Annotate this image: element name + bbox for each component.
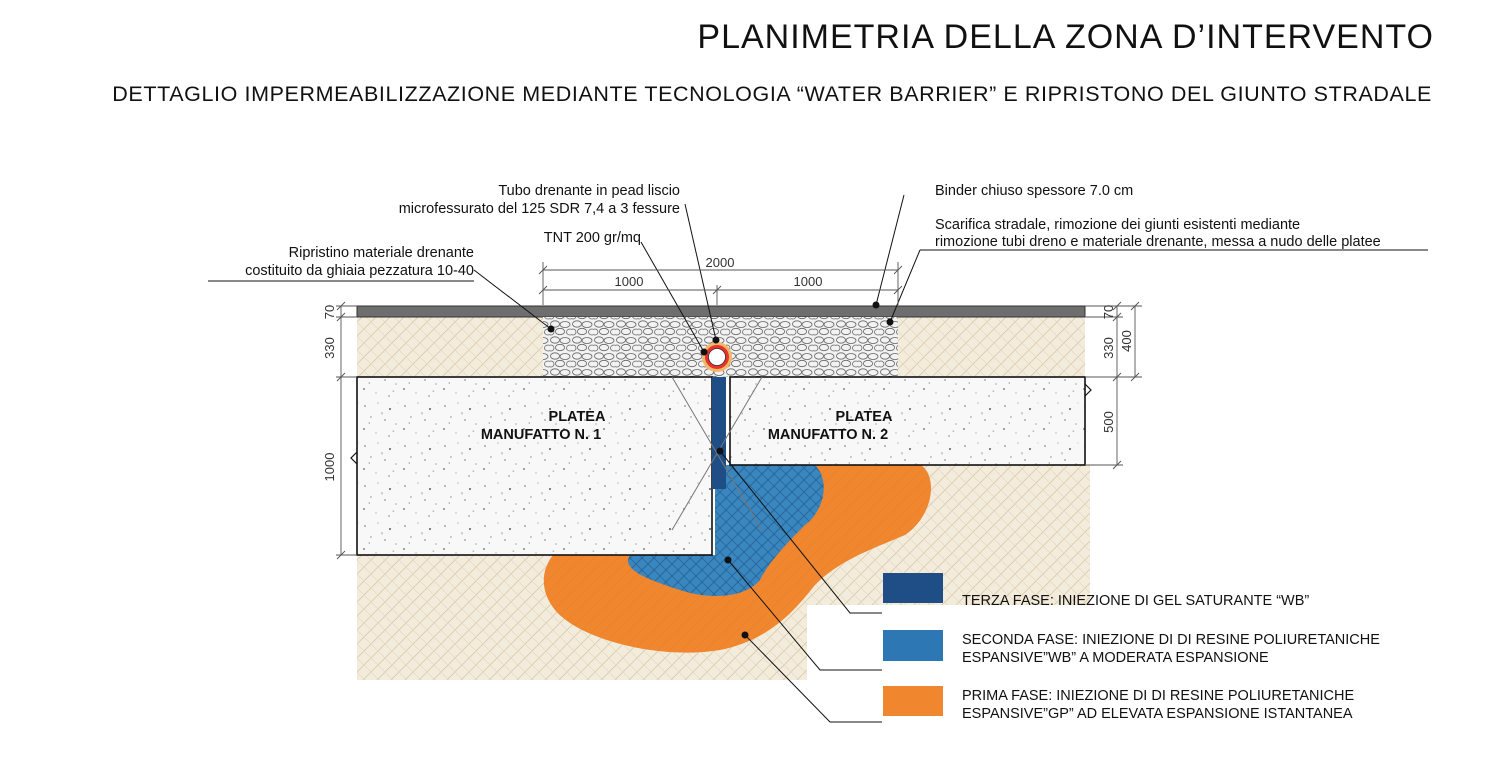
platea-2-label-2: MANUFATTO N. 2 (768, 427, 888, 443)
platea-1-label-1: PLATEA (549, 409, 606, 425)
dim-left-half: 1000 (615, 274, 644, 289)
platea-2 (729, 376, 1092, 466)
annotation-ripristino-1: Ripristino materiale drenante (289, 245, 474, 261)
annotation-scarifica-1: Scarifica stradale, rimozione dei giunti… (935, 217, 1300, 233)
legend-swatch-terza (883, 573, 943, 603)
dim-right-half: 1000 (794, 274, 823, 289)
dim-left-330: 330 (322, 337, 337, 359)
annotation-tubo-1: Tubo drenante in pead liscio (498, 183, 680, 199)
dim-right-70: 70 (1101, 305, 1116, 319)
legend-swatch-prima (883, 686, 943, 716)
left-dimensions (336, 301, 357, 560)
annotation-tubo-2: microfessurato del 125 SDR 7,4 a 3 fessu… (399, 201, 680, 217)
legend: TERZA FASE: INIEZIONE DI GEL SATURANTE “… (883, 573, 1380, 722)
diagram-subtitle: DETTAGLIO IMPERMEABILIZZAZIONE MEDIANTE … (112, 82, 1432, 106)
leader-dots (547, 301, 894, 639)
right-dimensions (1085, 301, 1142, 470)
annotation-scarifica-2: rimozione tubi dreno e materiale drenant… (935, 234, 1381, 250)
legend-seconda-label-2: ESPANSIVE”WB” A MODERATA ESPANSIONE (962, 650, 1269, 666)
platea-1-label-2: MANUFATTO N. 1 (481, 427, 601, 443)
dim-right-500: 500 (1101, 411, 1116, 433)
anchor-lines (671, 376, 763, 531)
legend-prima-label-1: PRIMA FASE: INIEZIONE DI DI RESINE POLIU… (962, 688, 1354, 704)
legend-swatch-seconda (883, 630, 943, 661)
binder-layer (356, 305, 1086, 318)
legend-terza-label: TERZA FASE: INIEZIONE DI GEL SATURANTE “… (962, 593, 1309, 609)
gel-joint (712, 377, 726, 489)
diagram-title: PLANIMETRIA DELLA ZONA D’INTERVENTO (697, 18, 1434, 56)
drain-pipe (702, 342, 732, 372)
annotation-binder: Binder chiuso spessore 7.0 cm (935, 183, 1133, 199)
leader-lines (208, 194, 1428, 723)
dim-left-70: 70 (322, 305, 337, 319)
top-dimensions (538, 262, 903, 305)
dim-right-400: 400 (1119, 330, 1134, 352)
platea-2-label-1: PLATEA (836, 409, 893, 425)
annotation-tnt: TNT 200 gr/mq (544, 230, 641, 246)
platea-1 (350, 376, 713, 556)
dim-total: 2000 (706, 255, 735, 270)
legend-prima-label-2: ESPANSIVE”GP” AD ELEVATA ESPANSIONE ISTA… (962, 706, 1353, 722)
legend-seconda-label-1: SECONDA FASE: INIEZIONE DI DI RESINE POL… (962, 632, 1380, 648)
dim-left-1000: 1000 (322, 453, 337, 482)
annotation-ripristino-2: costituito da ghiaia pezzatura 10-40 (245, 263, 474, 279)
dim-right-330: 330 (1101, 337, 1116, 359)
